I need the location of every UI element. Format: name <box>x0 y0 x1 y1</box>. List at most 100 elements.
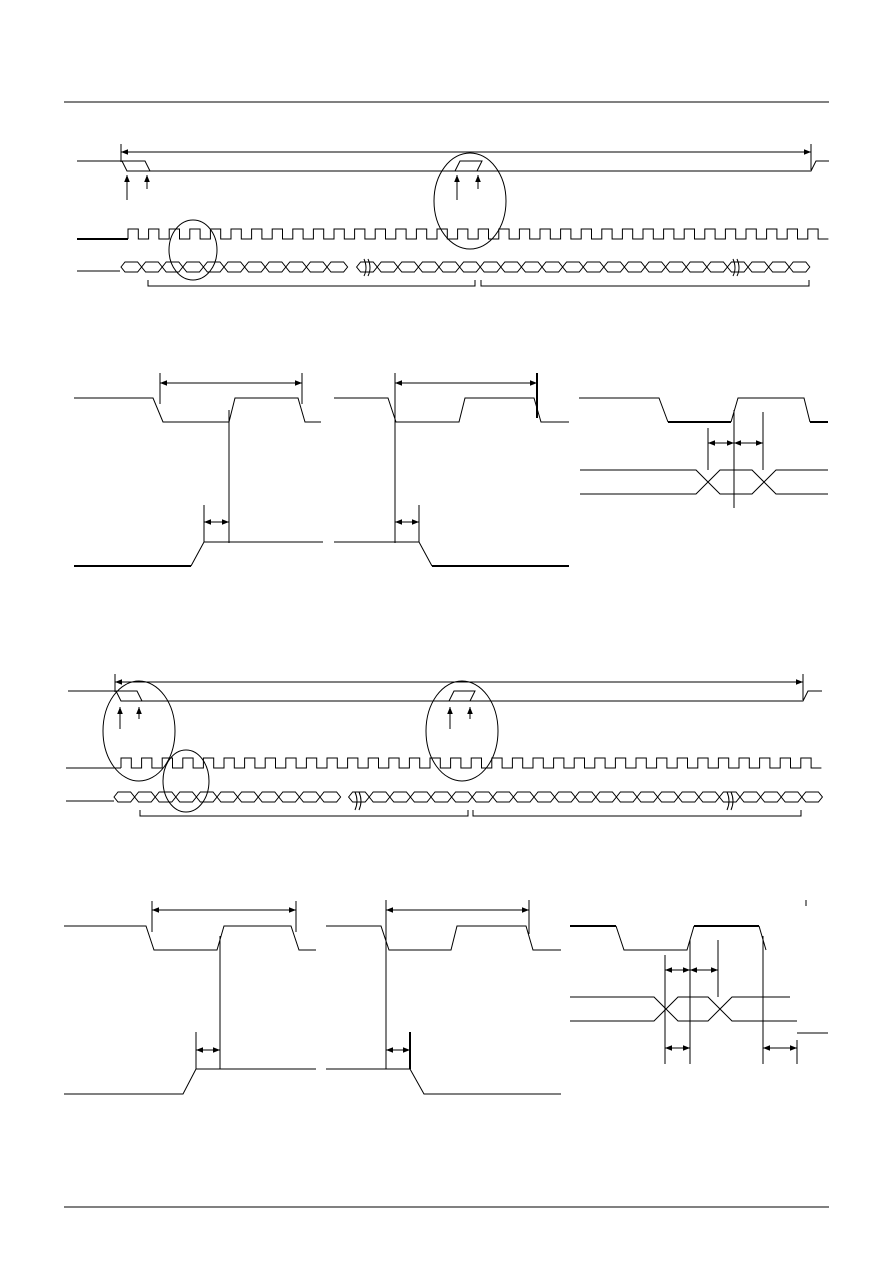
detail-circle-data-2 <box>162 749 210 813</box>
clock-waveform-a <box>74 397 321 423</box>
frame-timing-diagram-2 <box>66 674 824 817</box>
data-bit-cell <box>706 261 729 273</box>
data-bit-cell <box>561 261 584 273</box>
data-bit-cell <box>264 261 287 273</box>
time-break-mark-1 <box>363 258 371 277</box>
data-bit-cell <box>182 261 205 273</box>
word-bracket-right-2 <box>472 810 802 817</box>
setup-time-panel-2 <box>64 901 316 1095</box>
data-bit-cell <box>257 791 280 803</box>
clock-waveform-d <box>64 925 316 951</box>
data-bit-cell <box>582 261 605 273</box>
data-bit-cell <box>698 791 721 803</box>
data-bit-cell <box>161 261 184 273</box>
data-bit-cell <box>430 791 453 803</box>
data-bit-cell <box>780 791 803 803</box>
data-bit-cell <box>368 791 391 803</box>
time-break-mark-2-1 <box>354 791 362 811</box>
data-bit-cell <box>664 261 687 273</box>
signal-rise-a2 <box>190 541 323 567</box>
frame-sync-edge-1 <box>122 160 151 172</box>
data-bit-cell <box>376 261 399 273</box>
detail-circle-sync <box>433 152 507 250</box>
data-bit-cell <box>520 261 543 273</box>
data-bit-cell <box>479 261 502 273</box>
data-bit-cell <box>644 261 667 273</box>
data-bit-cell <box>801 791 824 803</box>
frame-sync-edge-2-1 <box>116 690 143 702</box>
data-bit-cell <box>319 791 342 803</box>
data-bit-cell <box>677 791 700 803</box>
data-bit-cell <box>788 261 811 273</box>
data-bit-cell <box>718 791 741 803</box>
detail-circle-sync-2b <box>425 680 499 782</box>
clock-waveform-e <box>326 925 561 951</box>
data-bit-cell <box>553 791 576 803</box>
data-bit-cell <box>767 261 790 273</box>
data-bit-cell <box>223 261 246 273</box>
frame-sync-edge-2 <box>454 160 483 172</box>
word-bracket-left-2 <box>139 810 469 817</box>
data-bit-cell <box>202 261 225 273</box>
hold-time-panel-1 <box>334 373 569 567</box>
data-bit-cell <box>326 261 349 273</box>
data-bit-cell <box>175 791 198 803</box>
data-bit-cell <box>471 791 494 803</box>
data-bit-cell <box>533 791 556 803</box>
word-bracket-right <box>480 280 810 287</box>
data-bit-cell <box>298 791 321 803</box>
setup-time-panel-1 <box>74 373 323 567</box>
data-bit-cell <box>347 791 370 803</box>
time-break-mark-2-2 <box>726 791 734 811</box>
signal-fall-b <box>334 541 433 567</box>
signal-fall-e <box>326 1068 561 1095</box>
signal-rise-d <box>64 1068 316 1095</box>
data-bit-cell <box>397 261 420 273</box>
clock-waveform-f <box>615 925 695 951</box>
data-bit-cell <box>450 791 473 803</box>
serial-data-waveform <box>120 261 811 273</box>
detail-timing-diagram-2 <box>64 900 828 1095</box>
data-bit-cell <box>417 261 440 273</box>
frame-sync-waveform-2 <box>68 690 822 702</box>
bit-clock-waveform <box>127 228 829 240</box>
data-bit-cell <box>759 791 782 803</box>
data-bit-cell <box>500 261 523 273</box>
data-bit-cell <box>154 791 177 803</box>
output-tail-f <box>766 1020 828 1034</box>
clock-waveform-b <box>334 397 569 423</box>
data-delay-panel-2 <box>570 900 828 1064</box>
data-bit-cell <box>236 791 259 803</box>
data-bit-cell <box>636 791 659 803</box>
time-break-mark-2 <box>732 258 740 277</box>
data-bit-cell <box>216 791 239 803</box>
data-bit-cell <box>747 261 770 273</box>
data-bit-cell <box>615 791 638 803</box>
data-bit-cell <box>140 261 163 273</box>
data-bit-cell <box>603 261 626 273</box>
data-bit-cell <box>133 791 156 803</box>
data-eye-c <box>580 469 828 495</box>
clock-waveform-c2 <box>730 397 811 423</box>
data-bit-cell <box>656 791 679 803</box>
data-bit-cell <box>541 261 564 273</box>
detail-circle-data <box>168 219 218 281</box>
data-bit-cell <box>355 261 378 273</box>
data-bit-cell <box>595 791 618 803</box>
data-bit-cell <box>120 261 143 273</box>
word-bracket-left <box>147 280 476 287</box>
data-bit-cell <box>458 261 481 273</box>
data-eye-f <box>570 996 790 1022</box>
data-bit-cell <box>492 791 515 803</box>
data-bit-cell <box>278 791 301 803</box>
data-bit-cell <box>285 261 308 273</box>
frame-sync-edge-2-2 <box>448 690 476 702</box>
bit-clock-waveform-2 <box>120 757 822 769</box>
data-bit-cell <box>623 261 646 273</box>
data-bit-cell <box>305 261 328 273</box>
data-bit-cell <box>685 261 708 273</box>
data-bit-cell <box>243 261 266 273</box>
frame-sync-waveform <box>77 160 829 172</box>
